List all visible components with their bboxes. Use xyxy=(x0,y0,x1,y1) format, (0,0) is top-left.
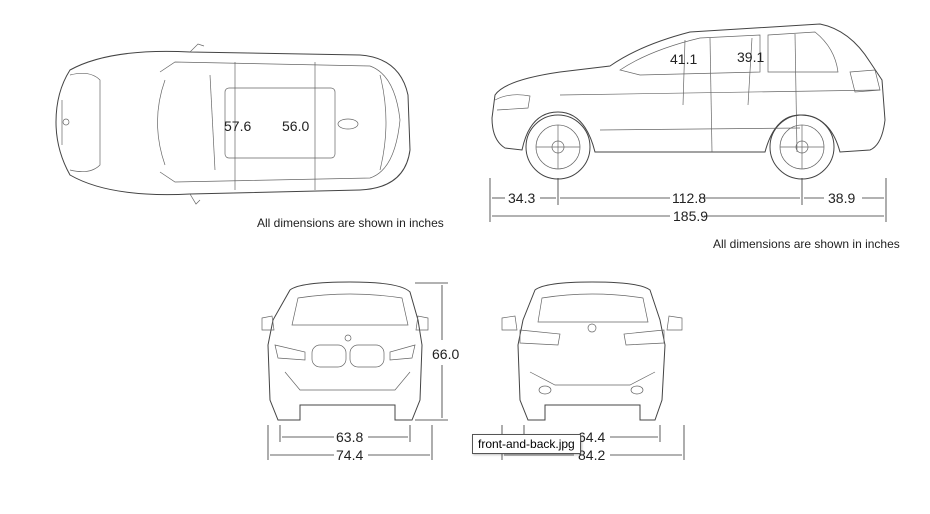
side-view-headroom-front: 41.1 xyxy=(670,51,697,67)
side-view-headroom-rear: 39.1 xyxy=(737,49,764,65)
front-view-drawing xyxy=(261,281,429,421)
rear-view-width: 84.2 xyxy=(578,447,605,463)
top-view-note: All dimensions are shown in inches xyxy=(257,216,444,230)
side-view-note: All dimensions are shown in inches xyxy=(713,237,900,251)
top-view-drawing: 57.6 56.0 xyxy=(55,43,411,205)
rear-view-track: 64.4 xyxy=(578,429,605,445)
side-view-overall-length: 185.9 xyxy=(673,208,708,224)
top-view-rear-row-dim: 56.0 xyxy=(282,118,309,134)
side-view-drawing: 41.1 39.1 xyxy=(491,23,886,180)
side-view-rear-overhang: 38.9 xyxy=(828,190,855,206)
front-view-height: 66.0 xyxy=(432,346,459,362)
top-view-front-row-dim: 57.6 xyxy=(224,118,251,134)
side-view-front-overhang: 34.3 xyxy=(508,190,535,206)
front-view-dimensions: 66.0 63.8 74.4 xyxy=(267,282,459,463)
front-view-width: 74.4 xyxy=(336,447,363,463)
side-view-wheelbase: 112.8 xyxy=(672,190,706,206)
filename-tooltip: front-and-back.jpg xyxy=(472,434,581,454)
side-view-dimensions: 34.3 112.8 38.9 185.9 xyxy=(489,178,887,224)
front-view-track: 63.8 xyxy=(336,429,363,445)
rear-view-drawing xyxy=(501,281,683,421)
